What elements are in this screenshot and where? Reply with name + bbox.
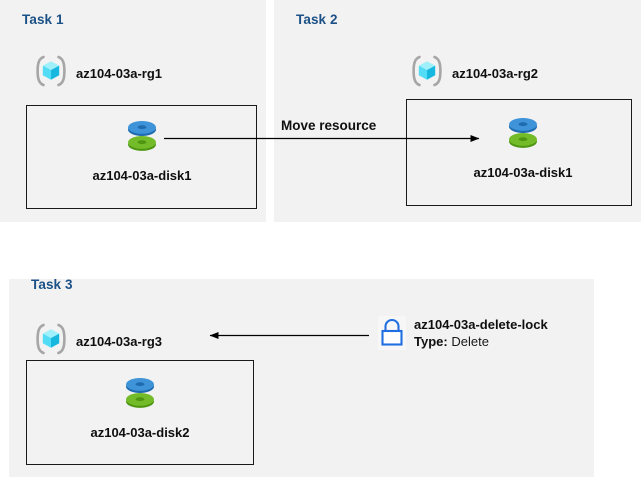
- disk-label-task1: az104-03a-disk1: [92, 168, 192, 183]
- resource-group-container-task3: [26, 360, 254, 465]
- disk-node-task2: az104-03a-disk1: [458, 110, 588, 180]
- task-panel-title-task3: Task 3: [31, 277, 73, 292]
- lock-icon: [378, 316, 406, 355]
- lock-name-label: az104-03a-delete-lock: [414, 317, 548, 332]
- managed-disk-icon: [119, 370, 161, 419]
- resource-group-node-rg2: az104-03a-rg2: [410, 54, 538, 93]
- disk-node-task3: az104-03a-disk2: [75, 370, 205, 440]
- lock-type-value: Delete: [451, 334, 489, 349]
- resource-group-label-rg1: az104-03a-rg1: [76, 66, 162, 81]
- task-panel-title-task1: Task 1: [22, 12, 64, 27]
- resource-group-container-task2: [406, 99, 632, 206]
- resource-group-icon: [410, 54, 444, 93]
- lock-type-row: Type: Delete: [414, 333, 548, 350]
- connector-label-move-resource: Move resource: [281, 118, 377, 133]
- managed-disk-icon: [502, 110, 544, 159]
- resource-group-icon: [34, 322, 68, 361]
- disk-label-task3: az104-03a-disk2: [90, 425, 190, 440]
- resource-group-label-rg2: az104-03a-rg2: [452, 66, 538, 81]
- lock-type-label: Type:: [414, 334, 448, 349]
- resource-group-label-rg3: az104-03a-rg3: [76, 334, 162, 349]
- managed-disk-icon: [121, 113, 163, 162]
- lock-text-block: az104-03a-delete-lock Type: Delete: [414, 316, 548, 350]
- resource-group-node-rg3: az104-03a-rg3: [34, 322, 162, 361]
- resource-group-icon: [34, 54, 68, 93]
- disk-node-task1: az104-03a-disk1: [77, 113, 207, 183]
- task-panel-title-task2: Task 2: [296, 12, 338, 27]
- resource-lock-node: az104-03a-delete-lock Type: Delete: [378, 316, 548, 355]
- resource-group-node-rg1: az104-03a-rg1: [34, 54, 162, 93]
- disk-label-task2: az104-03a-disk1: [473, 165, 573, 180]
